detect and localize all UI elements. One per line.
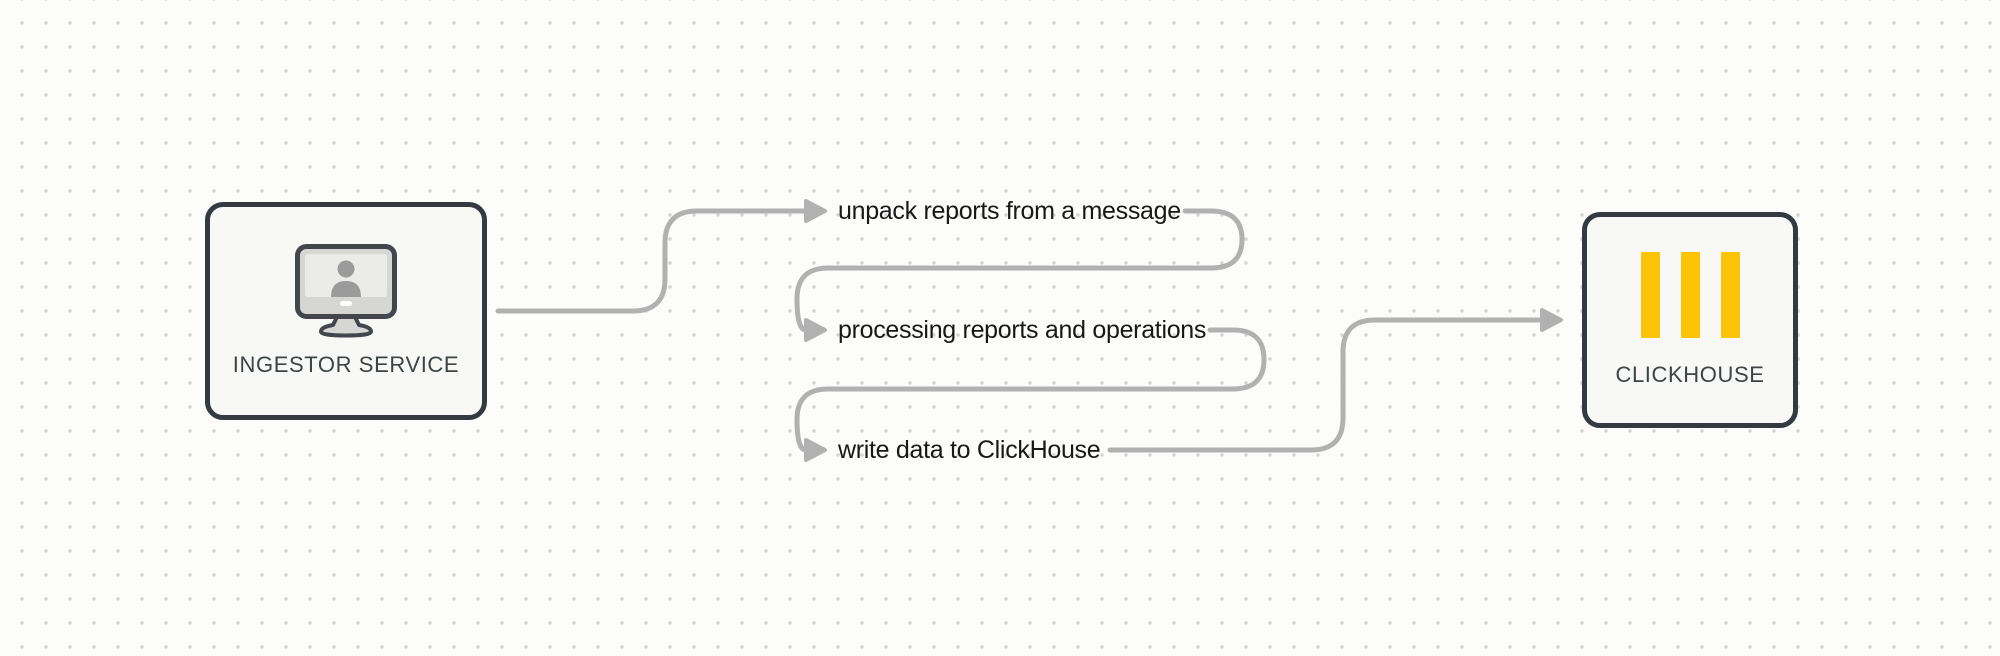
arrowhead-icon: [804, 199, 827, 223]
node-clickhouse: CLICKHOUSE: [1582, 212, 1798, 428]
connector-ingestor-to-step1: [495, 208, 807, 314]
monitor-user-icon: [295, 244, 397, 338]
clickhouse-logo-bar: [1680, 252, 1700, 338]
flow-step-label-write: write data to ClickHouse: [838, 436, 1101, 464]
arrowhead-icon: [804, 318, 827, 342]
connector-step2-to-step3: [794, 327, 1267, 453]
flow-step-label-processing: processing reports and operations: [838, 316, 1207, 344]
arrowhead-icon: [804, 438, 827, 462]
clickhouse-label: CLICKHOUSE: [1615, 362, 1765, 387]
clickhouse-logo-bar: [1640, 252, 1660, 338]
arrowhead-icon: [1540, 308, 1563, 332]
flow-step-label-unpack: unpack reports from a message: [838, 197, 1181, 225]
clickhouse-logo-bar: [1720, 252, 1740, 338]
ingestor-service-label: INGESTOR SERVICE: [232, 352, 460, 377]
clickhouse-bars-icon: [1640, 252, 1740, 338]
connector-step3-to-clickhouse: [1107, 317, 1543, 453]
node-ingestor-service: INGESTOR SERVICE: [205, 202, 487, 420]
connector-step1-to-step2: [794, 208, 1245, 333]
